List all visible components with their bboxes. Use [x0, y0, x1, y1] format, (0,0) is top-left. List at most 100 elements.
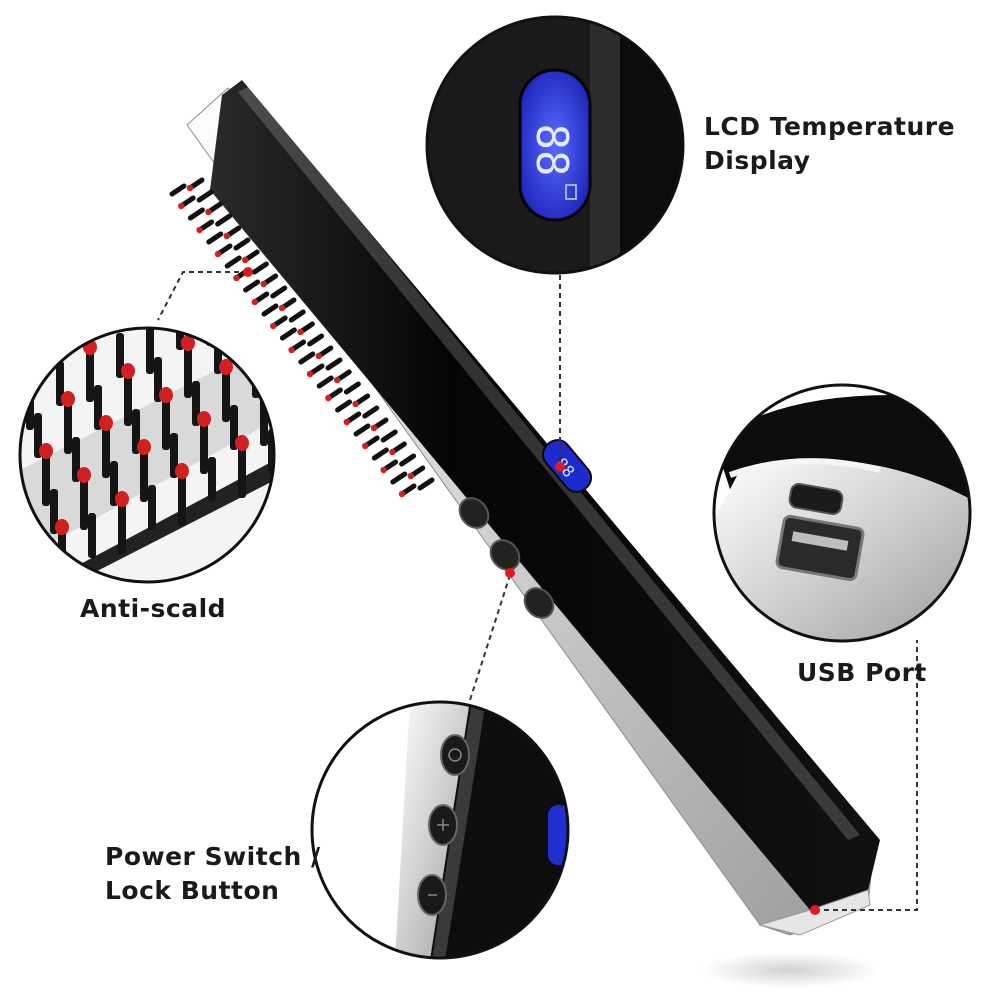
bristle [343, 381, 361, 395]
closeup-bristle [148, 485, 156, 530]
bristle [270, 285, 288, 299]
closeup-bristle [72, 437, 80, 482]
closeup-bristle [56, 361, 64, 406]
closeup-bristle [208, 457, 216, 502]
power-label-line1: Power Switch / [105, 842, 321, 871]
closeup-bristle [244, 328, 252, 370]
closeup-bristle-tip [235, 435, 249, 451]
bristle [224, 255, 242, 269]
bristle [307, 333, 325, 347]
bristle [251, 261, 269, 275]
callout-lines [157, 271, 918, 911]
closeup-bristle [206, 328, 214, 346]
closeup-bristle-tip [23, 367, 37, 383]
closeup-bristle [132, 409, 140, 454]
bristle [316, 375, 334, 389]
closeup-bristle [140, 447, 148, 502]
callout-dots [243, 267, 820, 915]
closeup-bristle [58, 527, 66, 582]
bristle-tip [343, 418, 350, 426]
closeup-bristle [268, 429, 274, 474]
closeup-bristle [34, 413, 42, 458]
bristle-tip [270, 322, 277, 330]
bristle-rows [169, 177, 435, 498]
closeup-bristle [222, 367, 230, 422]
bristle-tip [362, 442, 369, 450]
bristle-tip [260, 280, 267, 288]
closeup-bristle [86, 347, 94, 402]
closeup-bristle-tip [203, 283, 217, 299]
closeup-bristle [178, 471, 186, 526]
lcd-temperature-display-label: LCD Temperature Display [704, 110, 955, 178]
bristle [417, 477, 435, 491]
bristle [399, 453, 417, 467]
closeup-bristle [64, 399, 72, 454]
lcd-closeup-digits: 88 [526, 124, 577, 177]
closeup-bristle [42, 451, 50, 506]
bristle [187, 207, 205, 221]
closeup-bristle-tip [159, 387, 173, 403]
closeup-bristle [94, 385, 102, 430]
bristle-tip [196, 226, 203, 234]
bristle [390, 471, 408, 485]
anti-scald-closeup [18, 277, 276, 584]
closeup-bristle [192, 381, 200, 426]
bristle [325, 357, 343, 371]
bristle-tip [223, 232, 230, 240]
closeup-bristle-tip [39, 443, 53, 459]
bristle-tip [370, 424, 378, 432]
bristle [279, 327, 297, 341]
bristle-tip [251, 298, 258, 306]
bristle-tip [315, 352, 322, 360]
bristle-tip [233, 274, 240, 282]
closeup-bristle [116, 333, 124, 378]
bristle-tip [325, 394, 332, 402]
bristle [362, 405, 380, 419]
closeup-bristle-tip [241, 307, 255, 323]
bristle-tip [297, 328, 304, 336]
closeup-bristle [146, 328, 154, 374]
closeup-bristle [50, 489, 58, 534]
lcd-closeup: 88 [425, 15, 685, 275]
bristle-tip [288, 346, 295, 354]
bristle-tip [398, 490, 406, 498]
bristle [261, 303, 279, 317]
closeup-bristle [88, 513, 96, 558]
closeup-bristle-tip [137, 439, 151, 455]
usb-callout-line [815, 640, 918, 911]
closeup-bristle [110, 461, 118, 506]
closeup-bristle-tip [181, 335, 195, 351]
closeup-bristle-tip [121, 363, 135, 379]
bristle [335, 399, 353, 413]
power-label-line2: Lock Button [105, 876, 280, 905]
closeup-bristle [80, 475, 88, 530]
bristle [298, 351, 316, 365]
bristle-tip [389, 448, 396, 456]
power-closeup [310, 700, 570, 960]
power-switch-label: Power Switch / Lock Button [105, 840, 321, 908]
bristle [371, 447, 389, 461]
bristle [380, 429, 398, 443]
closeup-bristle-tip [61, 391, 75, 407]
lcd-label-line2: Display [704, 146, 811, 175]
lcd-label-line1: LCD Temperature [704, 112, 956, 141]
bristle [353, 423, 371, 437]
closeup-bristle [230, 405, 238, 450]
usb-port-label: USB Port [797, 658, 927, 687]
closeup-bristle-tip [77, 467, 91, 483]
closeup-bristle [154, 357, 162, 402]
bristle-tip [178, 202, 185, 210]
closeup-bristle-tip [219, 359, 233, 375]
closeup-bristle [118, 499, 126, 554]
bristle-tip [306, 370, 314, 378]
usb-closeup [712, 383, 972, 643]
closeup-bristle [236, 277, 244, 322]
bristle-tip [214, 250, 222, 258]
bristle [196, 189, 214, 203]
closeup-bristle-tip [143, 311, 157, 327]
anti-scald-callout-line [157, 271, 248, 321]
closeup-bristle [102, 423, 110, 478]
closeup-bristle [162, 395, 170, 450]
brush-buttons [458, 497, 555, 619]
